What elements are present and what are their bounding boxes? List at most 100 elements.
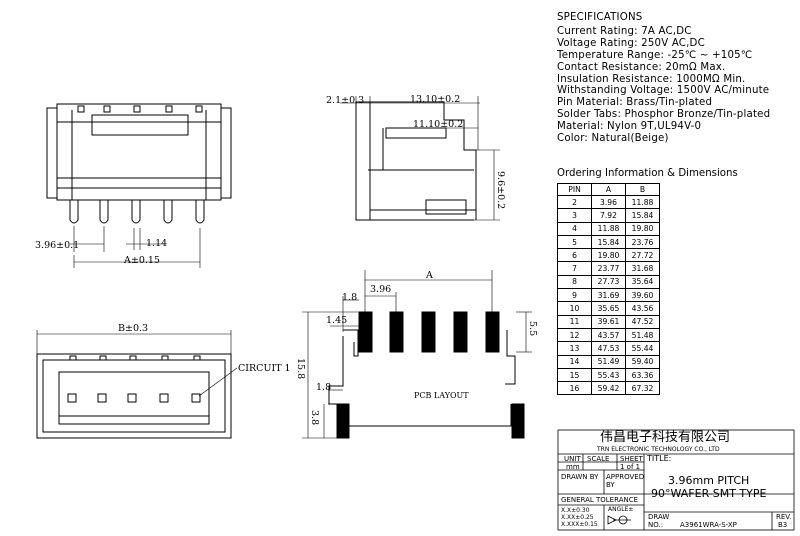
company-name-cn: 伟昌电子科技有限公司	[600, 430, 731, 445]
table-cell: 12	[557, 327, 592, 343]
table-cell: 59.42	[591, 381, 626, 396]
dim-pcb-158: 15.8	[295, 358, 306, 379]
table-cell: 59.40	[625, 354, 660, 369]
spec-line: Insulation Resistance: 1000MΩ Min.	[557, 73, 746, 85]
tb-tolerance-2: X.XX±0.25	[561, 514, 594, 521]
table-cell: 16	[557, 381, 592, 396]
table-cell: 14	[557, 354, 592, 369]
table-cell: 19.80	[625, 221, 660, 236]
table-cell: 2	[557, 194, 592, 210]
tb-draw: DRAW	[648, 513, 670, 521]
table-cell: 10	[557, 301, 592, 316]
table-cell: 43.57	[591, 327, 626, 343]
dim-front-pin: 1.14	[146, 238, 167, 249]
table-cell: 63.36	[625, 367, 660, 383]
table-cell: 7.92	[591, 208, 626, 223]
tb-tolerance-1: X.X±0.30	[561, 507, 590, 514]
drawing-title-line2: 90°WAFER-SMT TYPE	[651, 487, 767, 500]
table-cell: 5	[557, 234, 592, 250]
table-cell: 6	[557, 248, 592, 263]
spec-line: Temperature Range: -25℃ ~ +105℃	[557, 49, 753, 61]
table-header: A	[591, 183, 626, 196]
dim-pcb-18b: 1.8	[316, 382, 331, 393]
dim-pcb-55: 5.5	[527, 321, 538, 336]
tb-title-label: TITLE:	[647, 454, 672, 463]
tb-general-tolerance: GENERAL TOLERANCE	[561, 496, 639, 504]
specifications-title: SPECIFICATIONS	[557, 12, 643, 23]
company-name-en: TRN ELECTRONIC TECHNOLOGY CO., LTD	[597, 446, 720, 453]
tb-sheet: SHEET	[620, 455, 643, 463]
spec-line: Material: Nylon 9T,UL94V-0	[557, 121, 702, 133]
title-block-frame	[557, 429, 795, 531]
table-cell: 11	[557, 314, 592, 329]
table-cell: 23.76	[625, 234, 660, 250]
bottom-view	[36, 353, 232, 439]
table-cell: 51.48	[625, 327, 660, 343]
spec-line: Withstanding Voltage: 1500V AC/minute	[557, 85, 770, 97]
table-header: PIN	[557, 183, 592, 196]
dim-front-pitch: 3.96±0.1	[35, 240, 79, 251]
table-cell: 4	[557, 221, 592, 236]
dim-pcb-38: 3.8	[309, 410, 320, 425]
table-cell: 47.52	[625, 314, 660, 329]
table-header: B	[625, 183, 660, 196]
spec-line: Pin Material: Brass/Tin-plated	[557, 97, 713, 109]
dim-side-21: 2.1±0.3	[326, 95, 364, 106]
table-cell: 13	[557, 341, 592, 356]
label-circuit-1: CIRCUIT 1	[238, 363, 291, 374]
table-cell: 15.84	[591, 234, 626, 250]
table-cell: 23.77	[591, 261, 626, 276]
spec-line: Color: Natural(Beige)	[557, 133, 669, 145]
tb-unit: UNIT	[564, 455, 581, 463]
table-cell: 51.49	[591, 354, 626, 369]
tb-rev-value: B3	[778, 521, 788, 529]
table-cell: 39.61	[591, 314, 626, 329]
dim-pcb-18a: 1.8	[342, 292, 357, 303]
dim-side-1310: 13.10±0.2	[410, 94, 460, 105]
spec-line: Current Rating: 7A AC,DC	[557, 25, 692, 37]
dim-side-96: 9.6±0.2	[495, 171, 506, 209]
table-cell: 9	[557, 288, 592, 303]
table-cell: 27.73	[591, 274, 626, 290]
table-cell: 35.64	[625, 274, 660, 290]
spec-line: Solder Tabs: Phosphor Bronze/Tin-plated	[557, 109, 771, 121]
table-cell: 3	[557, 208, 592, 223]
tb-scale: SCALE	[587, 455, 610, 463]
tb-unit-value: mm	[566, 463, 580, 471]
table-cell: 3.96	[591, 194, 626, 210]
tb-no-label: NO.:	[648, 521, 664, 529]
table-cell: 35.65	[591, 301, 626, 316]
tb-part-number: A3961WRA-S-XP	[680, 521, 737, 529]
pcb-pads	[358, 311, 500, 353]
table-cell: 11.88	[625, 194, 660, 210]
dim-pcb-145: 1.45	[326, 315, 347, 326]
tb-tolerance-3: X.XXX±0.15	[561, 521, 598, 528]
tb-drawn-by: DRAWN BY	[561, 473, 599, 481]
table-cell: 39.60	[625, 288, 660, 303]
drawing-title-line1: 3.96mm PITCH	[668, 474, 750, 487]
front-view	[46, 103, 232, 224]
tb-rev-label: REV.	[776, 513, 792, 521]
dim-front-a: A±0.15	[123, 255, 160, 266]
table-cell: 47.53	[591, 341, 626, 356]
table-cell: 27.72	[625, 248, 660, 263]
spec-line: Contact Resistance: 20mΩ Max.	[557, 61, 726, 73]
table-cell: 19.80	[591, 248, 626, 263]
